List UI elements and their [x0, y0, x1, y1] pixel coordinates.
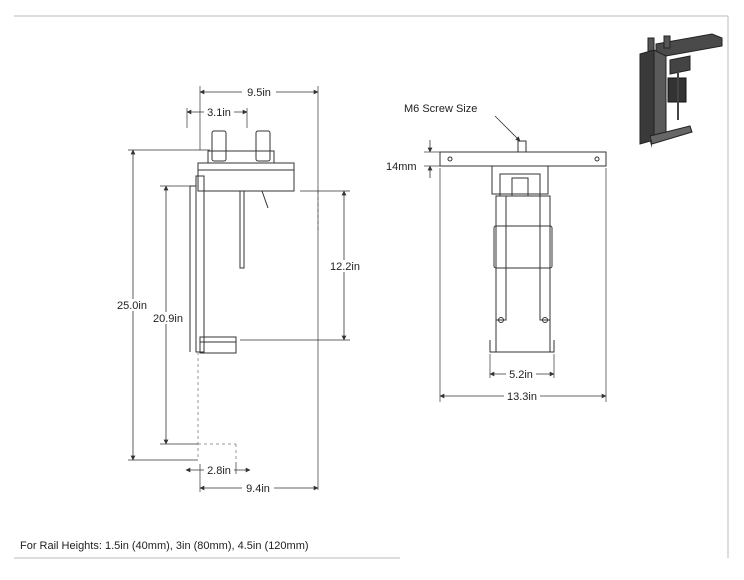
front-view-outline	[439, 140, 607, 353]
front-view-extension-lines	[424, 151, 607, 402]
side-view-dimension-labels: 9.5in 3.1in 25.0in 20.9in 12.2in 2.8in 9…	[114, 86, 364, 495]
dim-foot-width: 2.8in	[207, 465, 231, 477]
front-view-dimension-labels: M6 Screw Size 14mm 5.2in 13.3in	[386, 103, 540, 403]
dim-rail-thickness: 14mm	[386, 161, 417, 173]
dim-inner-height: 20.9in	[153, 313, 183, 325]
side-view: 9.5in 3.1in 25.0in 20.9in 12.2in 2.8in 9…	[114, 86, 364, 495]
dim-clamp-depth: 12.2in	[330, 261, 360, 273]
side-view-extension-lines	[128, 86, 350, 492]
side-view-dashed-extents	[197, 191, 319, 460]
front-view-dimension-lines	[427, 115, 607, 399]
dim-base-width: 9.4in	[246, 483, 270, 495]
dim-overall-width-front: 13.3in	[507, 391, 537, 403]
side-view-outline	[189, 130, 295, 354]
dim-overall-width: 9.5in	[247, 87, 271, 99]
front-view: M6 Screw Size 14mm 5.2in 13.3in	[386, 103, 607, 403]
sheet-frame	[14, 15, 729, 559]
cpu-holder-3d-render-icon	[639, 33, 723, 148]
dim-inner-width: 5.2in	[509, 369, 533, 381]
dim-overall-height: 25.0in	[117, 300, 147, 312]
dim-post-spacing: 3.1in	[207, 107, 231, 119]
rail-heights-footnote: For Rail Heights: 1.5in (40mm), 3in (80m…	[20, 540, 309, 552]
screw-size-label: M6 Screw Size	[404, 103, 477, 115]
